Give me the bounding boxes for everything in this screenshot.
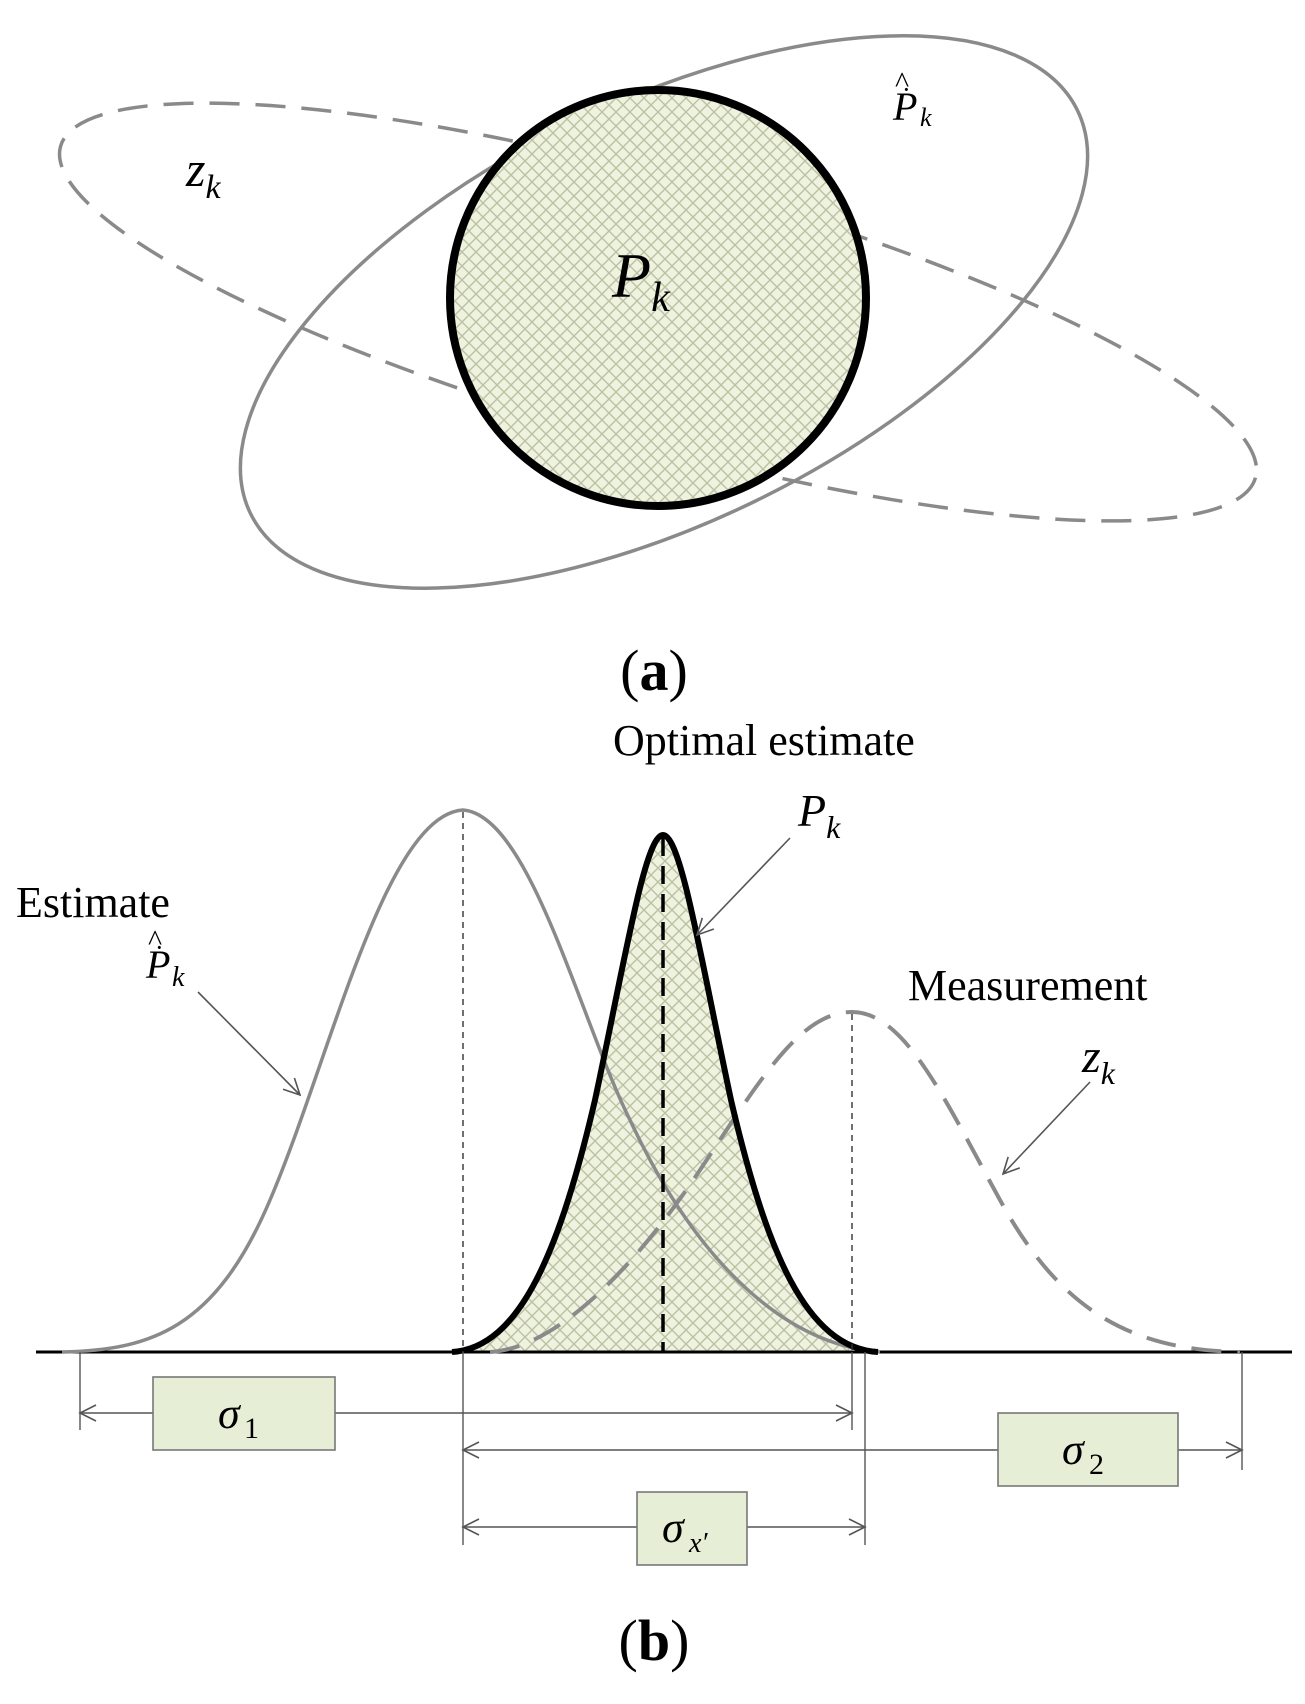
svg-text:σ: σ: [662, 1503, 686, 1552]
svg-text:k: k: [920, 103, 932, 132]
svg-text:2: 2: [1089, 1448, 1104, 1481]
sigma2-box: σ 2: [997, 1412, 1179, 1487]
optimal-hatch-fill: [458, 835, 866, 1352]
label-phat-a: P k ^ ·: [892, 66, 932, 132]
estimate-pointer-arrow: [197, 991, 302, 1097]
svg-text:^: ^: [895, 66, 909, 99]
svg-text:σ: σ: [1062, 1425, 1086, 1474]
svg-text:1: 1: [244, 1412, 259, 1445]
label-phat-b: P k ^ ·: [145, 924, 185, 993]
svg-text:k: k: [172, 962, 185, 993]
label-pk-a: Pk: [611, 240, 671, 321]
svg-text:x′: x′: [688, 1528, 708, 1559]
label-pk-b: Pk: [797, 785, 841, 845]
sigmax-box: σ x′: [636, 1491, 748, 1566]
svg-text:σ: σ: [218, 1389, 242, 1438]
pk-pointer-arrow: [695, 837, 791, 937]
panel-b-label: (b): [619, 1608, 690, 1673]
svg-text:·: ·: [902, 75, 911, 104]
measurement-curve: [489, 1009, 1241, 1354]
svg-text:^: ^: [148, 924, 162, 957]
label-zk-a: zk: [185, 141, 221, 206]
zk-pointer-arrow: [1001, 1081, 1091, 1176]
label-zk-b: zk: [1081, 1030, 1116, 1091]
estimate-curve: [61, 808, 881, 1354]
estimate-label: Estimate: [16, 878, 170, 927]
optimal-circle: [446, 86, 870, 510]
panel-a: zk P k ^ · Pk (a): [57, 34, 1259, 703]
panel-a-label: (a): [620, 638, 688, 703]
svg-text:P: P: [892, 84, 917, 129]
optimal-curve: [451, 831, 879, 1355]
measurement-label: Measurement: [908, 961, 1147, 1010]
sigma1-box: σ 1: [152, 1376, 336, 1451]
svg-text:P: P: [145, 942, 170, 987]
svg-text:·: ·: [155, 933, 164, 962]
panel-b: Optimal estimate Pk Estimate P k ^ · Mea…: [16, 716, 1292, 1673]
optimal-estimate-title: Optimal estimate: [613, 716, 915, 765]
